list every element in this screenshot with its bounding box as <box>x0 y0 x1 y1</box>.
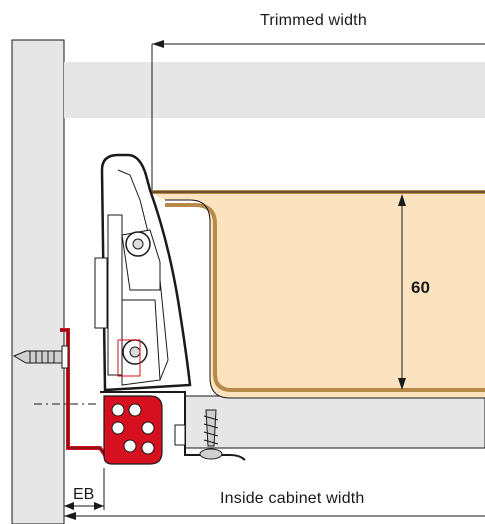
trimmed-width-label: Trimmed width <box>260 12 367 29</box>
side-wall-screw-icon <box>12 345 69 369</box>
height-dimension <box>398 194 406 390</box>
bracket-upper-screw-icon <box>125 231 151 257</box>
eb-label: EB <box>73 486 95 503</box>
bottom-panel-screw-icon <box>174 409 223 460</box>
inside-cabinet-width-label: Inside cabinet width <box>220 490 365 507</box>
runner-rail <box>100 391 246 461</box>
cabinet-side-wall <box>11 39 65 524</box>
drawer-height-label: 60 <box>411 278 430 297</box>
drawer-side-panel <box>150 190 485 399</box>
cabinet-member-profile <box>60 328 163 465</box>
top-panel <box>64 62 485 118</box>
bracket-lower-screw-icon <box>117 339 148 377</box>
bottom-panel <box>184 395 485 449</box>
eb-dimension <box>63 468 105 510</box>
inside-cabinet-width-dimension <box>64 512 485 520</box>
trimmed-width-dimension <box>151 40 485 198</box>
